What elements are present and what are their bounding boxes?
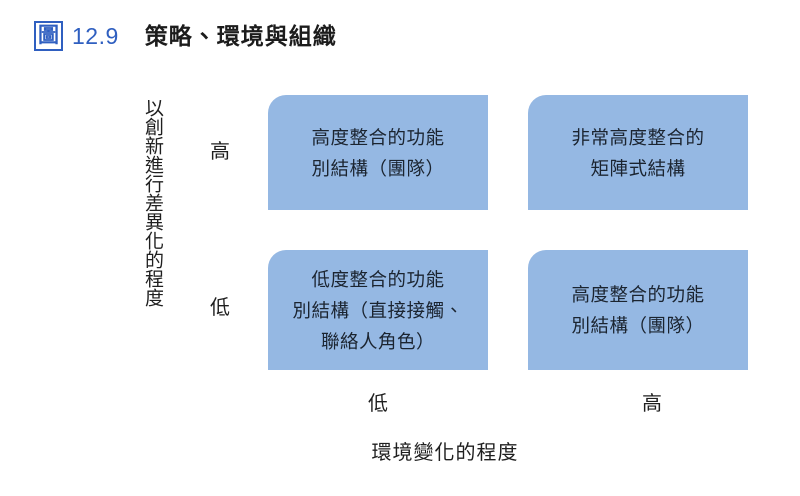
quadrant-low-low-label: 低度整合的功能 別結構（直接接觸、 聯絡人角色）	[292, 268, 464, 352]
y-axis-tick-high: 高	[210, 141, 230, 163]
page-title: 策略、環境與組織	[144, 23, 337, 49]
x-axis-tick-low: 低	[368, 393, 388, 415]
quadrant-low-low: 低度整合的功能 別結構（直接接觸、 聯絡人角色）	[268, 250, 488, 370]
quadrant-high-low-label: 高度整合的功能 別結構（團隊）	[311, 126, 445, 179]
figure-title-bar: 圖 12.9 策略、環境與組織	[34, 21, 337, 51]
y-axis-title: 以創新進行差異化的程度	[142, 98, 163, 307]
quadrant-high-high-label: 非常高度整合的 矩陣式結構	[571, 126, 705, 179]
quadrant-high-low: 高度整合的功能 別結構（團隊）	[268, 95, 488, 210]
x-axis-tick-high: 高	[642, 393, 662, 415]
y-axis-tick-low: 低	[210, 297, 230, 319]
figure-badge: 圖	[34, 21, 63, 51]
x-axis-title: 環境變化的程度	[371, 442, 519, 464]
quadrant-low-high-label: 高度整合的功能 別結構（團隊）	[571, 284, 705, 336]
quadrant-high-high: 非常高度整合的 矩陣式結構	[528, 95, 748, 210]
quadrant-low-high: 高度整合的功能 別結構（團隊）	[528, 250, 748, 370]
figure-number: 12.9	[72, 23, 119, 49]
